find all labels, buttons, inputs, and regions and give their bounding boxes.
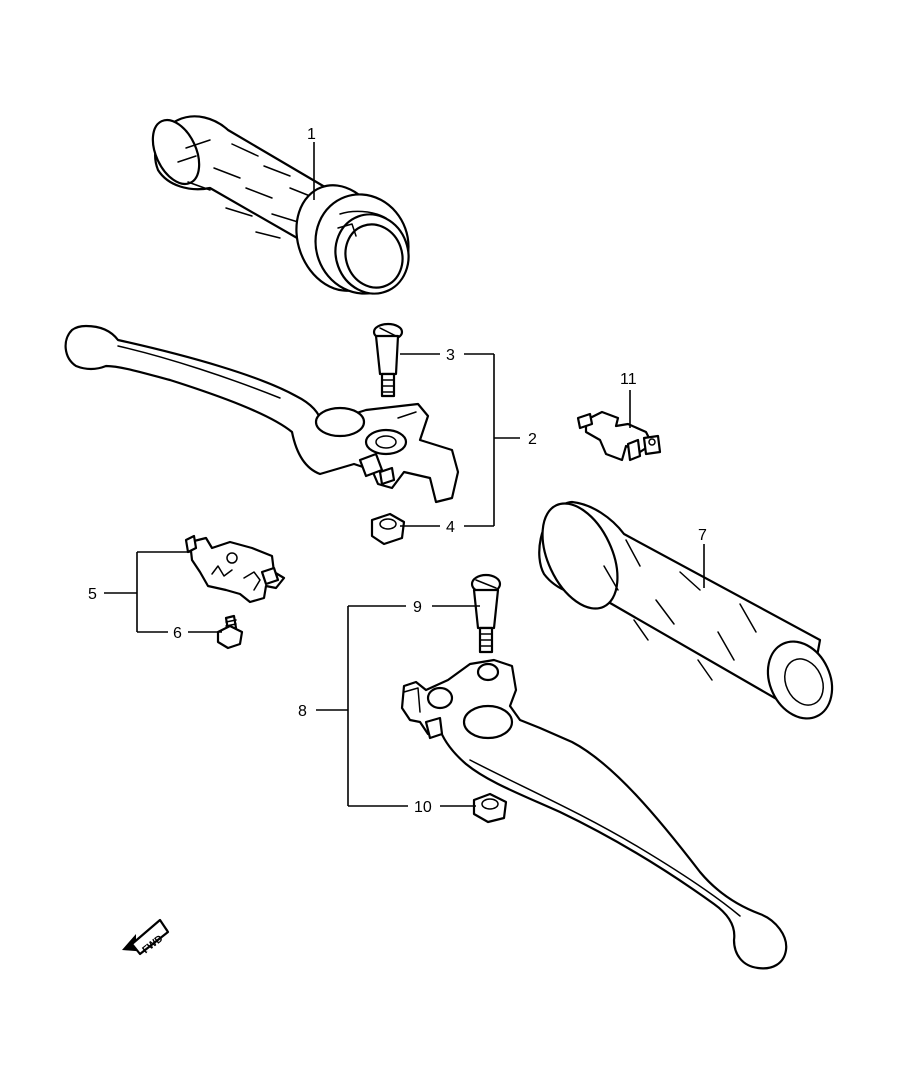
lever-left xyxy=(64,324,460,504)
callout-5: 5 xyxy=(88,586,97,603)
callout-8: 8 xyxy=(298,703,307,720)
callout-1: 1 xyxy=(307,126,316,143)
callout-9: 9 xyxy=(413,599,422,616)
grip-right xyxy=(538,500,834,720)
callout-3: 3 xyxy=(446,347,455,364)
leader-lines xyxy=(104,142,705,807)
screw-6 xyxy=(216,614,244,650)
fwd-arrow-icon: FWD xyxy=(122,918,170,956)
pivot-bolt-lower xyxy=(470,573,502,654)
grip-left xyxy=(151,115,410,295)
pivot-bolt-upper xyxy=(372,322,404,398)
nut-lower xyxy=(472,792,508,824)
switch-5 xyxy=(184,534,286,604)
nut-upper xyxy=(370,512,406,546)
callout-10: 10 xyxy=(414,799,432,816)
callout-6: 6 xyxy=(173,625,182,642)
callout-11: 11 xyxy=(620,371,637,388)
callout-4: 4 xyxy=(446,519,455,536)
switch-11 xyxy=(576,410,662,462)
callout-2: 2 xyxy=(528,431,537,448)
lever-right xyxy=(400,658,788,970)
callout-7: 7 xyxy=(698,527,707,544)
